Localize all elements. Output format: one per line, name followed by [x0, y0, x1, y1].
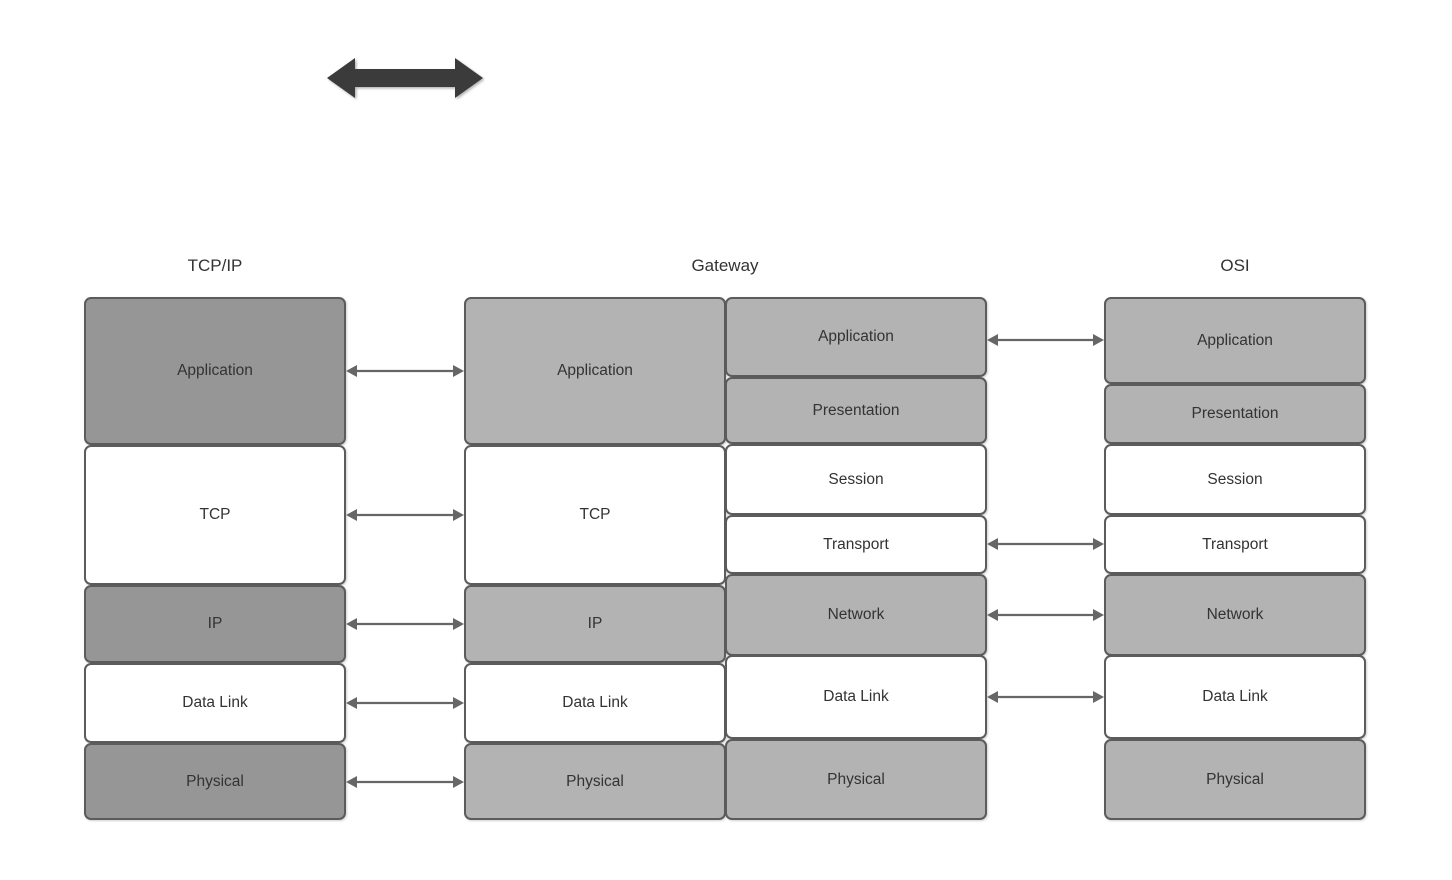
layer-label: Physical [1206, 770, 1264, 788]
layer-label: Presentation [1191, 405, 1279, 422]
layer-label: Network [827, 606, 885, 623]
layer-label: Data Link [1202, 688, 1268, 705]
tcpip-layer-application: Application [84, 297, 346, 445]
connector-arrow-right-application [987, 334, 1104, 347]
tcpip-layer-data-link: Data Link [84, 663, 346, 743]
gateway-left-layer-application: Application [464, 297, 726, 445]
connector-arrow-left-ip [346, 618, 464, 630]
gateway-left-layer-ip: IP [464, 585, 726, 663]
gateway-right-layer-presentation: Presentation [725, 377, 987, 444]
gateway-right-layer-application: Application [725, 297, 987, 377]
bidirectional-arrow-icon [327, 58, 483, 98]
connector-arrow-left-data-link [346, 697, 464, 709]
column-title-osi: OSI [1220, 256, 1250, 275]
layer-label: Application [1197, 331, 1273, 349]
osi-layer-transport: Transport [1104, 515, 1366, 574]
gateway-right-layer-network: Network [725, 574, 987, 656]
connector-arrow-left-physical [346, 775, 464, 788]
layer-label: Network [1206, 606, 1264, 623]
osi-layer-data-link: Data Link [1104, 655, 1366, 739]
osi-layer-network: Network [1104, 574, 1366, 656]
layer-label: TCP [579, 506, 611, 523]
osi-layer-session: Session [1104, 444, 1366, 515]
layer-label: IP [207, 615, 223, 632]
layer-label: Application [818, 328, 894, 345]
layer-label: Presentation [812, 401, 900, 419]
column-title-tcpip: TCP/IP [187, 256, 243, 275]
layer-label: IP [587, 615, 603, 632]
osi-layer-application: Application [1104, 297, 1366, 384]
gateway-left-layer-tcp: TCP [464, 445, 726, 585]
layer-label: Data Link [562, 694, 628, 711]
layer-label: Application [177, 362, 253, 379]
connector-arrow-right-transport [987, 538, 1104, 551]
layer-label: TCP [199, 506, 231, 523]
layer-label: Physical [566, 772, 624, 790]
gateway-right-layer-transport: Transport [725, 515, 987, 574]
column-title-gateway: Gateway [691, 256, 759, 275]
layer-label: Transport [823, 535, 889, 553]
connector-arrow-left-tcp [346, 509, 464, 521]
osi-layer-presentation: Presentation [1104, 384, 1366, 444]
connector-arrow-right-data-link [987, 691, 1104, 704]
connector-arrow-right-network [987, 608, 1104, 621]
gateway-right-layer-physical: Physical [725, 739, 987, 820]
layer-label: Session [828, 470, 884, 488]
layer-label: Physical [827, 770, 885, 788]
layer-label: Data Link [823, 688, 889, 705]
tcpip-layer-ip: IP [84, 585, 346, 663]
gateway-left-layer-data-link: Data Link [464, 663, 726, 743]
osi-layer-physical: Physical [1104, 739, 1366, 820]
layer-label: Session [1207, 470, 1263, 488]
connector-arrow-left-application [346, 365, 464, 377]
layer-label: Data Link [182, 694, 248, 711]
tcpip-layer-tcp: TCP [84, 445, 346, 585]
gateway-right-layer-session: Session [725, 444, 987, 515]
gateway-right-layer-data-link: Data Link [725, 655, 987, 739]
layer-label: Transport [1202, 535, 1268, 553]
layer-label: Application [557, 362, 633, 379]
tcpip-layer-physical: Physical [84, 743, 346, 820]
layer-label: Physical [186, 772, 244, 790]
gateway-left-layer-physical: Physical [464, 743, 726, 820]
